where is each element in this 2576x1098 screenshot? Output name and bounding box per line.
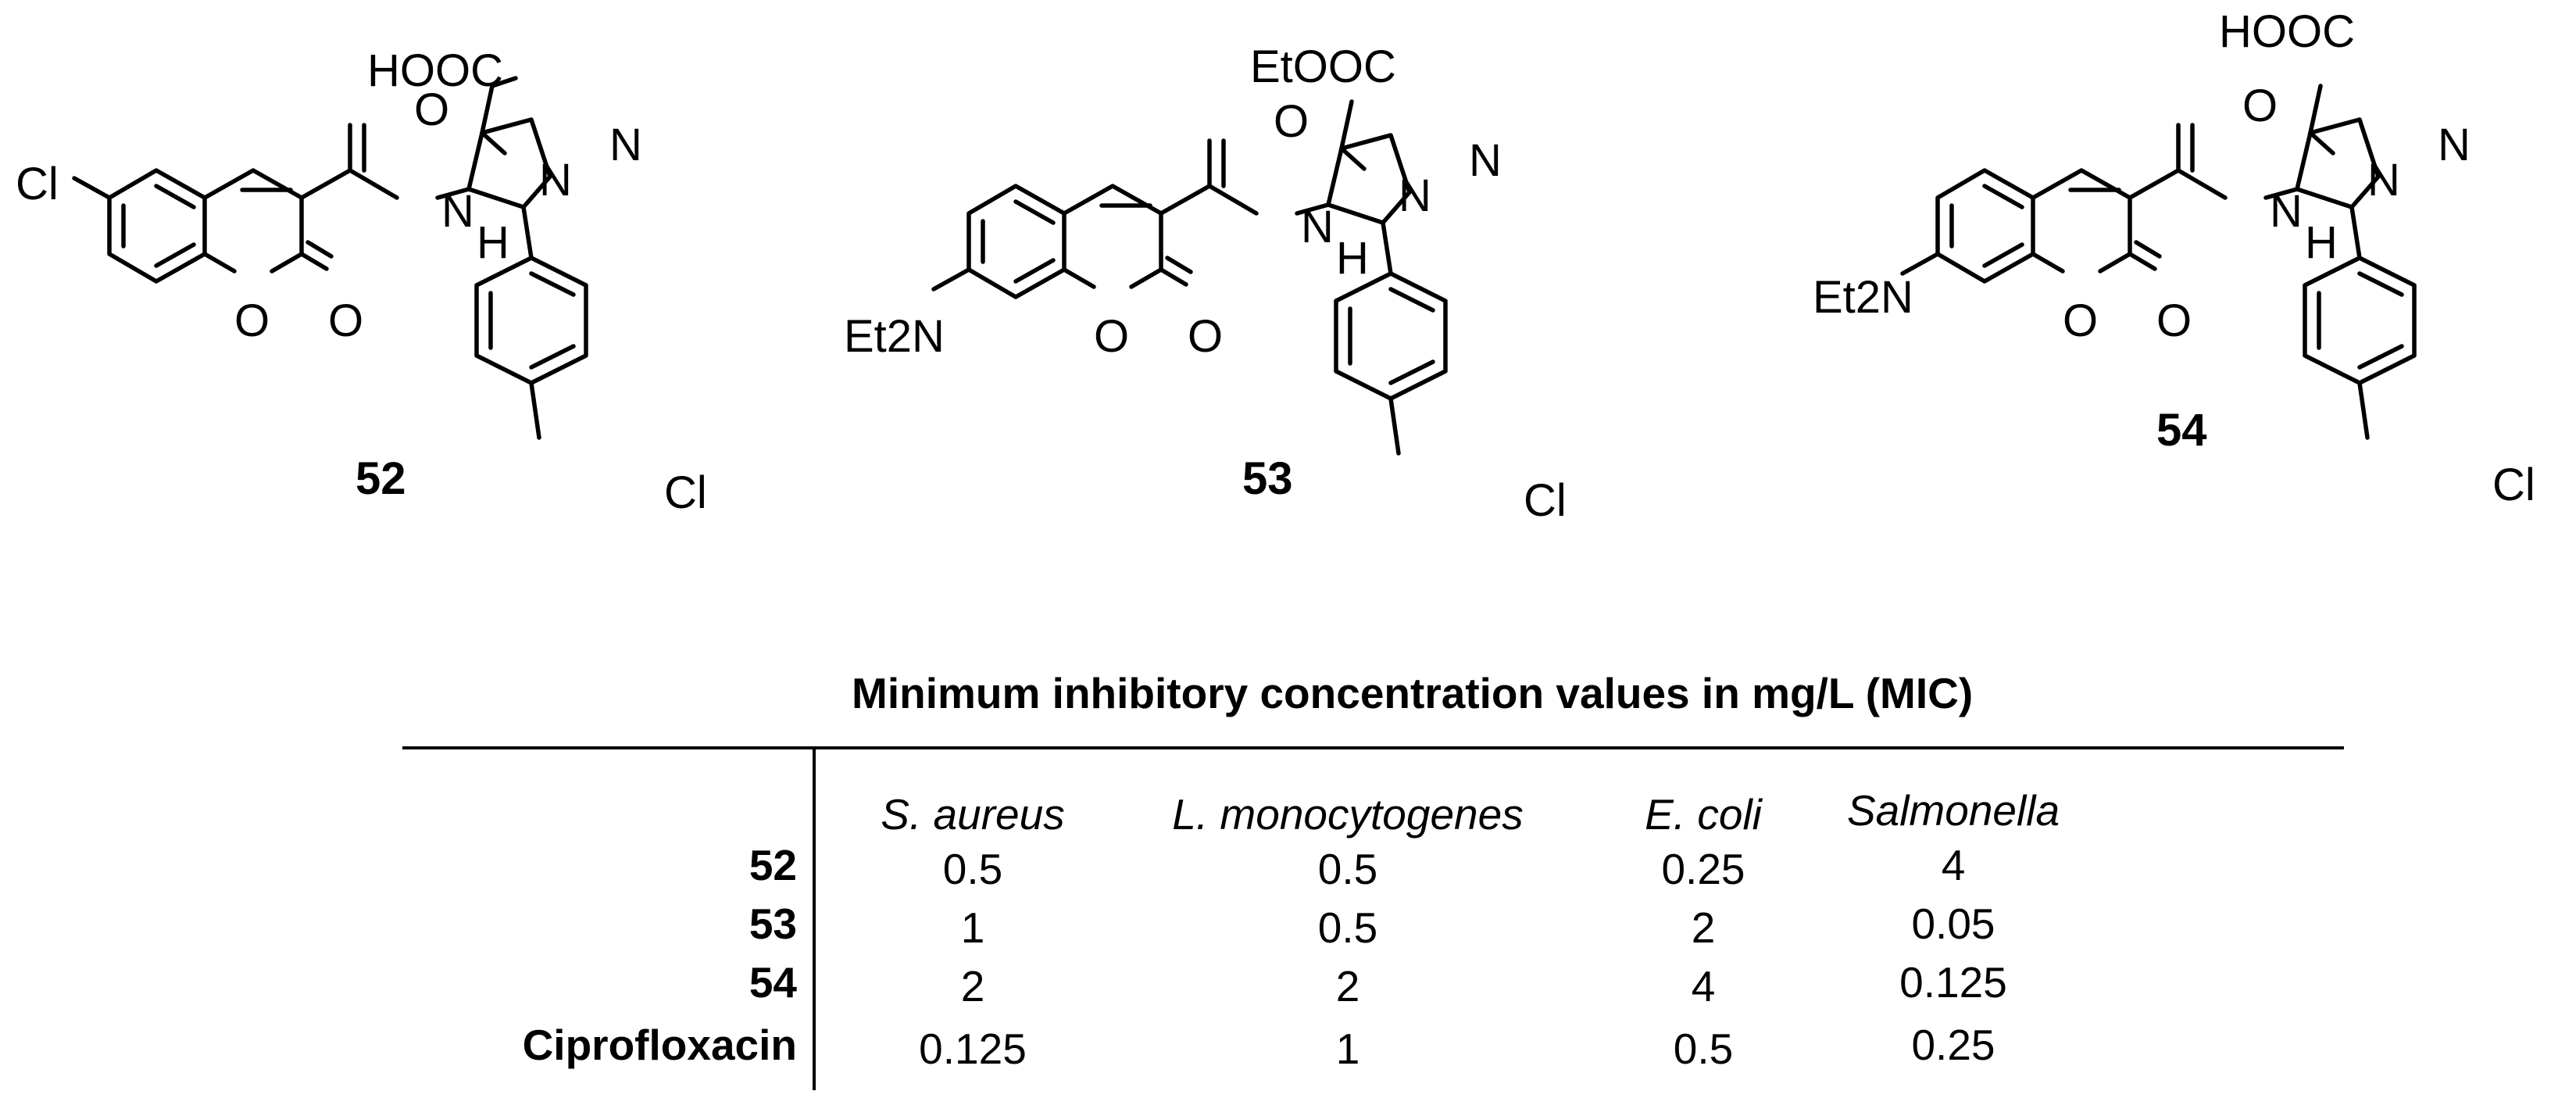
amide-h-text: H: [477, 217, 509, 268]
pyrazole-n1-text: N: [2367, 155, 2400, 206]
cell-54-l-monocytogenes: 2: [1335, 962, 1360, 1010]
carbonyl-o-text: O: [1188, 311, 1223, 362]
cell-ciprofloxacin-l-monocytogenes: 1: [1335, 1025, 1360, 1073]
pyrazole-n2-text: N: [2438, 120, 2471, 170]
amide-n-text: N: [2270, 186, 2303, 237]
column-header-e-coli: E. coli: [1645, 790, 1762, 839]
substituent-left-text: Et2N: [844, 311, 945, 362]
cell-54-e-coli: 4: [1691, 962, 1716, 1010]
amide-n-text: N: [1301, 202, 1334, 252]
cell-53-s-aureus: 1: [960, 903, 985, 952]
substituent-top-text: EtOOC: [1250, 41, 1396, 92]
carbonyl-o-text: O: [328, 295, 363, 346]
cell-ciprofloxacin-s-aureus: 0.125: [919, 1025, 1027, 1073]
compound-label-53: 53: [1242, 453, 1293, 504]
cell-52-l-monocytogenes: 0.5: [1317, 845, 1378, 893]
row-label-54: 54: [749, 958, 797, 1007]
structure-52: Cl HOOC O O O N H N N Cl 52: [16, 45, 707, 518]
pyrazole-n2-text: N: [1469, 135, 1502, 186]
amide-h-text: H: [1336, 233, 1369, 284]
substituent-top-text: HOOC: [2219, 6, 2355, 57]
cell-ciprofloxacin-e-coli: 0.5: [1673, 1025, 1734, 1073]
cell-54-s-aureus: 2: [960, 962, 985, 1010]
row-label-53: 53: [749, 900, 797, 948]
aryl-cl-text: Cl: [2492, 460, 2535, 510]
substituent-left-text: Et2N: [1813, 272, 1913, 323]
amide-n-text: N: [441, 186, 474, 237]
column-header-s-aureus: S. aureus: [881, 790, 1065, 839]
table-vertical-rule: [813, 746, 816, 1090]
aryl-cl-text: Cl: [1524, 475, 1567, 526]
structures-figure: Cl HOOC O O O N H N N Cl 52: [16, 6, 2535, 526]
cell-53-l-monocytogenes: 0.5: [1317, 903, 1378, 952]
pyrazole-n2-text: N: [609, 120, 642, 170]
ring-o-text: O: [1094, 311, 1129, 362]
pyrazole-ring: [1326, 133, 1412, 225]
cell-53-salmonella: 0.05: [1911, 900, 1995, 948]
pyrazole-ring: [466, 117, 552, 209]
table-title: Minimum inhibitory concentration values …: [852, 669, 1974, 717]
ring-o-text: O: [234, 295, 270, 346]
amide-o-text: O: [2242, 80, 2278, 131]
cell-54-salmonella: 0.125: [1899, 958, 2007, 1007]
cell-52-salmonella: 4: [1941, 841, 1966, 889]
column-header-salmonella: Salmonella: [1846, 786, 2060, 835]
pyrazole-ring: [2295, 117, 2381, 209]
structure-54: Et2N HOOC O O O N H N N Cl 54: [1813, 6, 2535, 510]
compound-label-52: 52: [355, 453, 406, 504]
table-top-rule: [402, 746, 2344, 749]
aryl-cl-text: Cl: [664, 467, 707, 518]
amide-h-text: H: [2305, 217, 2338, 268]
cell-52-s-aureus: 0.5: [942, 845, 1003, 893]
amide-o-text: O: [1274, 96, 1309, 147]
cell-ciprofloxacin-salmonella: 0.25: [1911, 1021, 1995, 1069]
substituent-left-text: Cl: [16, 159, 59, 209]
column-header-l-monocytogenes: L. monocytogenes: [1172, 790, 1524, 839]
row-label-ciprofloxacin: Ciprofloxacin: [522, 1021, 797, 1069]
structure-53: Et2N EtOOC O O O N H N N Cl 53: [844, 41, 1567, 526]
ring-o-text: O: [2063, 295, 2098, 346]
row-label-52: 52: [749, 841, 797, 889]
pyrazole-n1-text: N: [1399, 170, 1431, 221]
pyrazole-n1-text: N: [539, 155, 572, 206]
cell-53-e-coli: 2: [1691, 903, 1716, 952]
cell-52-e-coli: 0.25: [1661, 845, 1745, 893]
substituent-top-text: HOOC: [367, 45, 503, 96]
amide-o-text: O: [414, 84, 449, 135]
carbonyl-o-text: O: [2156, 295, 2192, 346]
compound-label-54: 54: [2156, 405, 2207, 456]
